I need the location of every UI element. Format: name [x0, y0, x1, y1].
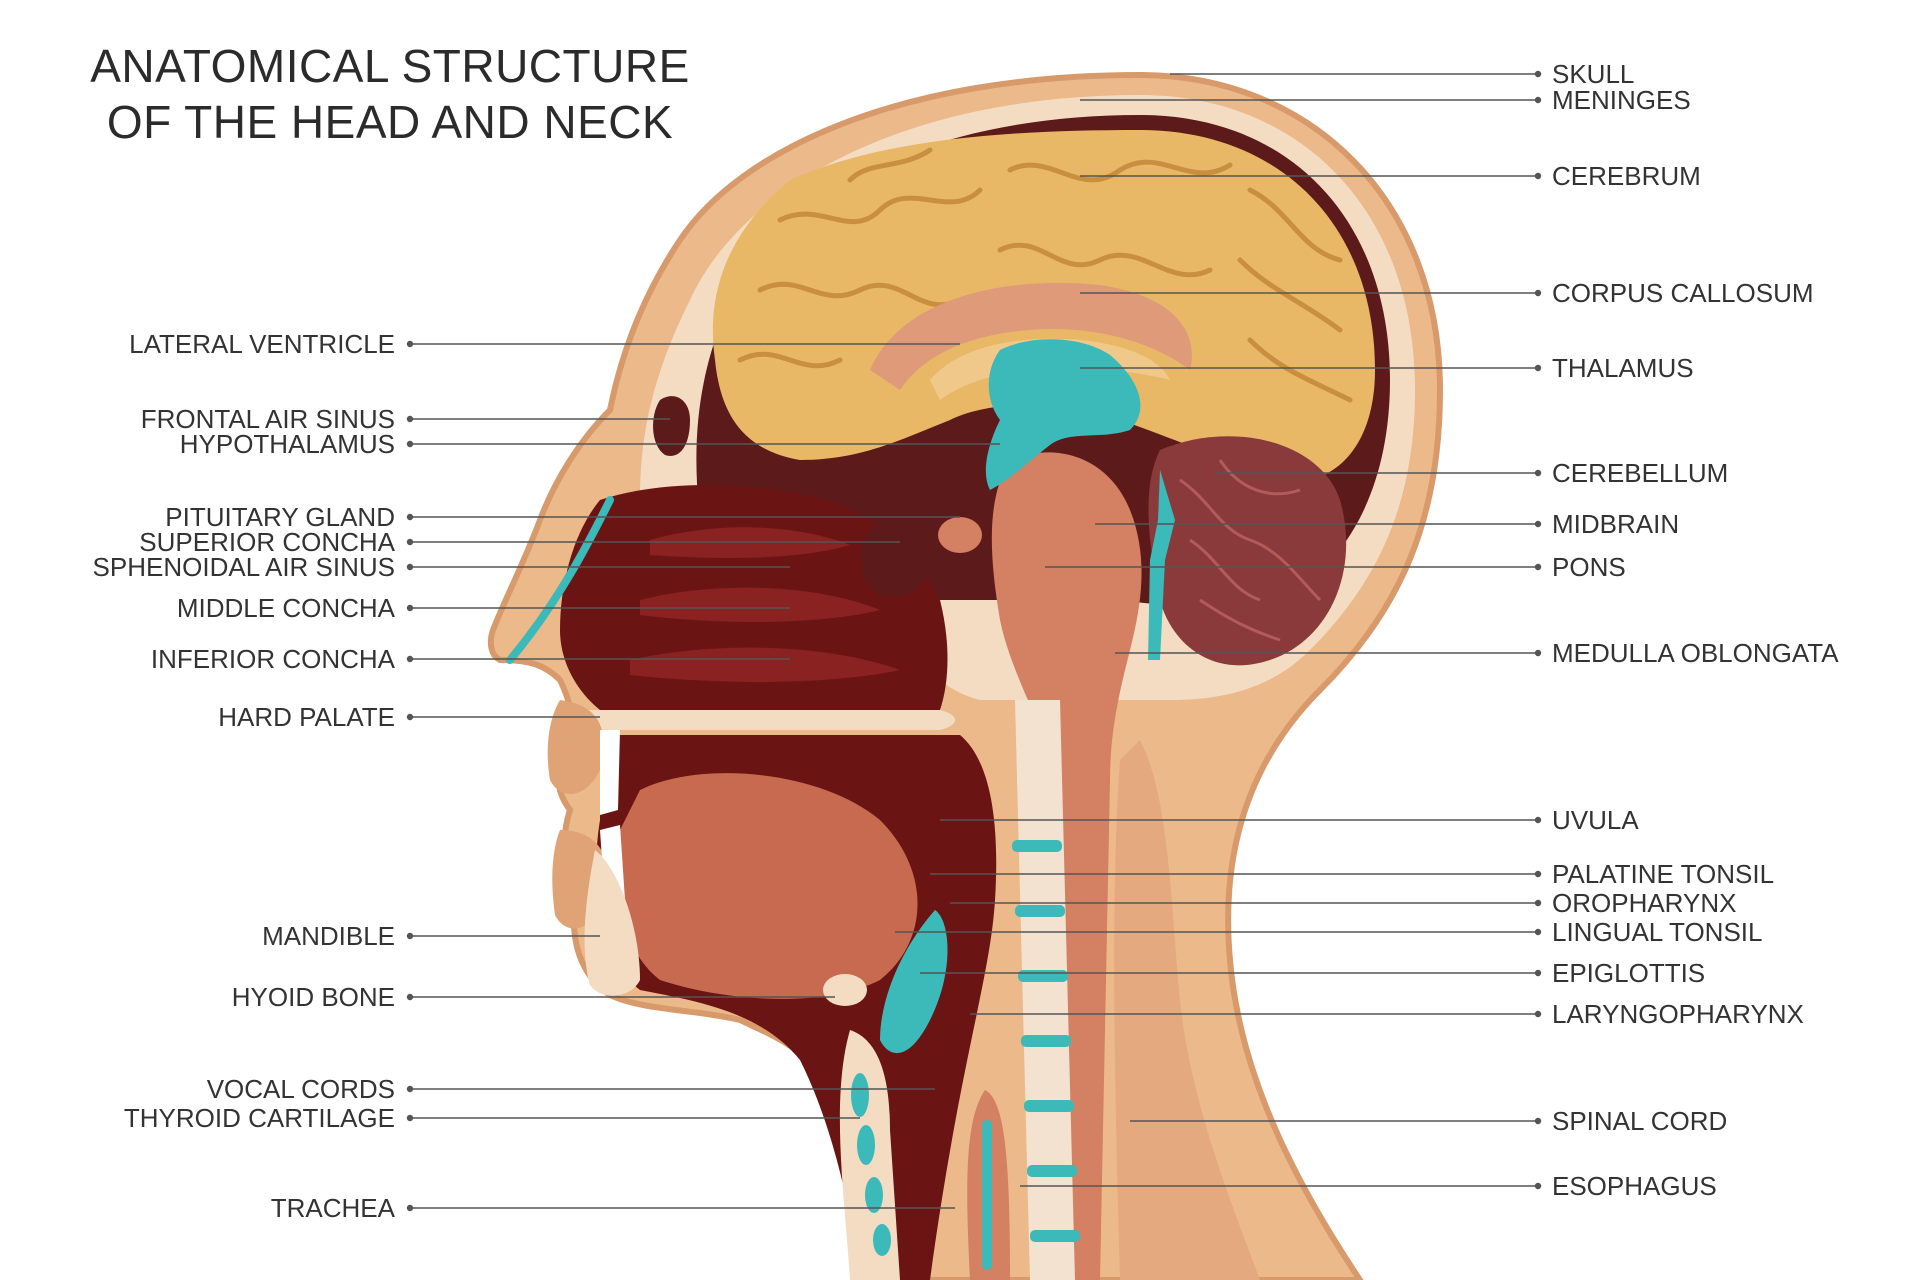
label-inferior-concha: INFERIOR CONCHA: [15, 645, 395, 673]
label-laryngopharynx: LARYNGOPHARYNX: [1552, 1000, 1804, 1028]
label-mandible: MANDIBLE: [15, 922, 395, 950]
leader-dot-right: [1536, 522, 1541, 527]
leader-dot-right: [1536, 174, 1541, 179]
leader-dot-right: [1536, 872, 1541, 877]
title-line-2: OF THE HEAD AND NECK: [70, 94, 710, 150]
leader-dot-left: [408, 540, 413, 545]
label-skull: SKULL: [1552, 60, 1634, 88]
label-thalamus: THALAMUS: [1552, 354, 1694, 382]
label-medulla-oblongata: MEDULLA OBLONGATA: [1552, 639, 1839, 667]
leader-dot-right: [1536, 971, 1541, 976]
leader-dot-left: [408, 1206, 413, 1211]
label-vocal-cords: VOCAL CORDS: [15, 1075, 395, 1103]
label-hyoid-bone: HYOID BONE: [15, 983, 395, 1011]
label-lateral-ventricle: LATERAL VENTRICLE: [15, 330, 395, 358]
label-esophagus: ESOPHAGUS: [1552, 1172, 1717, 1200]
leader-dot-right: [1536, 291, 1541, 296]
leader-dot-left: [408, 342, 413, 347]
leader-dot-right: [1536, 930, 1541, 935]
leader-dot-right: [1536, 651, 1541, 656]
leader-dot-left: [408, 1087, 413, 1092]
leader-dot-left: [408, 715, 413, 720]
left-leaders: [408, 342, 1001, 1211]
leader-dot-left: [408, 657, 413, 662]
leader-dot-right: [1536, 901, 1541, 906]
label-hypothalamus: HYPOTHALAMUS: [15, 430, 395, 458]
leader-dot-left: [408, 565, 413, 570]
label-cerebellum: CEREBELLUM: [1552, 459, 1728, 487]
title-line-1: ANATOMICAL STRUCTURE: [70, 38, 710, 94]
diagram-title: ANATOMICAL STRUCTURE OF THE HEAD AND NEC…: [70, 38, 710, 150]
leader-dot-right: [1536, 1119, 1541, 1124]
leader-dot-right: [1536, 72, 1541, 77]
label-corpus-callosum: CORPUS CALLOSUM: [1552, 279, 1814, 307]
label-cerebrum: CEREBRUM: [1552, 162, 1701, 190]
label-midbrain: MIDBRAIN: [1552, 510, 1679, 538]
leader-dot-right: [1536, 818, 1541, 823]
label-palatine-tonsil: PALATINE TONSIL: [1552, 860, 1774, 888]
label-hard-palate: HARD PALATE: [15, 703, 395, 731]
leader-dot-right: [1536, 471, 1541, 476]
label-epiglottis: EPIGLOTTIS: [1552, 959, 1705, 987]
leader-dot-left: [408, 417, 413, 422]
leader-dot-right: [1536, 565, 1541, 570]
label-trachea: TRACHEA: [15, 1194, 395, 1222]
label-middle-concha: MIDDLE CONCHA: [15, 594, 395, 622]
label-pons: PONS: [1552, 553, 1626, 581]
label-sphenoidal-air-sinus: SPHENOIDAL AIR SINUS: [15, 553, 395, 581]
label-meninges: MENINGES: [1552, 86, 1691, 114]
label-uvula: UVULA: [1552, 806, 1639, 834]
label-oropharynx: OROPHARYNX: [1552, 889, 1736, 917]
leader-dot-right: [1536, 98, 1541, 103]
leader-dot-left: [408, 1116, 413, 1121]
label-thyroid-cartilage: THYROID CARTILAGE: [15, 1104, 395, 1132]
leader-dot-left: [408, 442, 413, 447]
label-lingual-tonsil: LINGUAL TONSIL: [1552, 918, 1763, 946]
leader-dot-left: [408, 606, 413, 611]
label-spinal-cord: SPINAL CORD: [1552, 1107, 1727, 1135]
leader-dot-left: [408, 934, 413, 939]
leader-dot-right: [1536, 366, 1541, 371]
leader-dot-left: [408, 515, 413, 520]
leader-dot-left: [408, 995, 413, 1000]
leader-dot-right: [1536, 1012, 1541, 1017]
leader-dot-right: [1536, 1184, 1541, 1189]
right-leaders: [895, 72, 1541, 1189]
